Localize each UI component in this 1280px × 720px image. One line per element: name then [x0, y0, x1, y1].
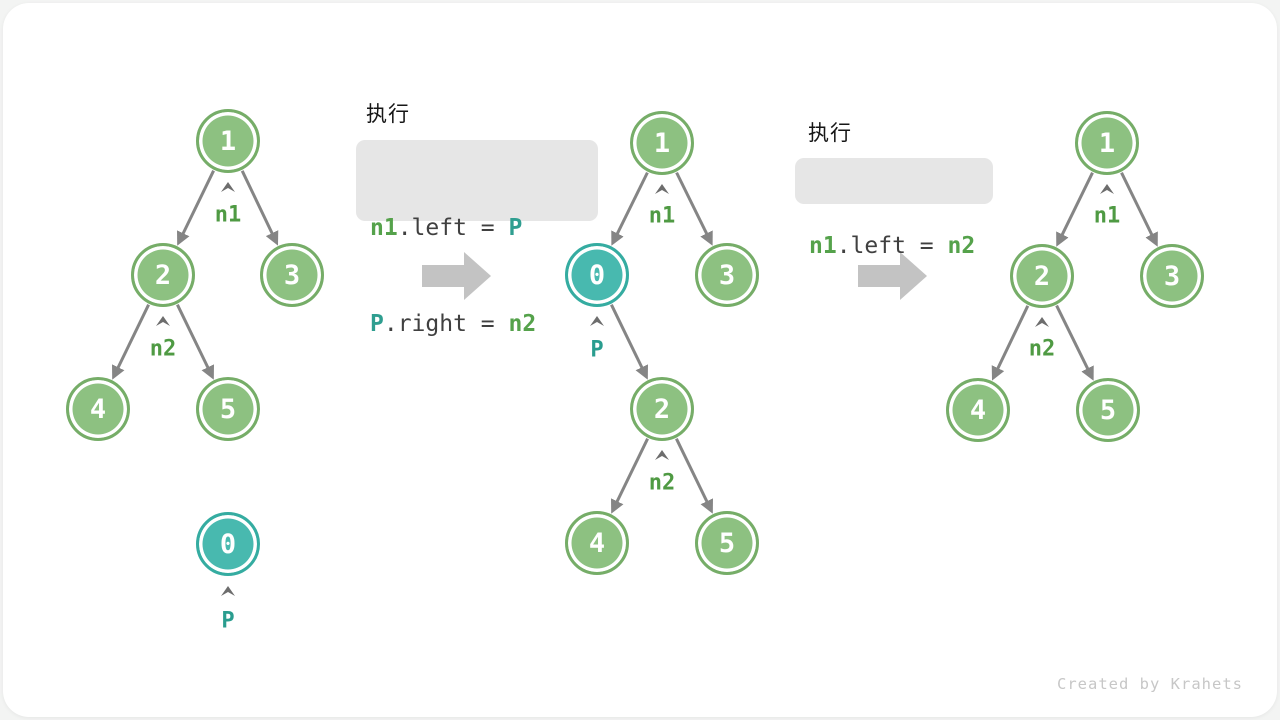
pointer-label-n1: n1	[648, 203, 676, 229]
credit-text: Created by Krahets	[1057, 675, 1243, 693]
code-token-n1: n1	[370, 215, 398, 241]
tree2-node-1: 1	[630, 111, 694, 175]
tree1-node-3: 3	[260, 243, 324, 307]
tree3-node-2: 2	[1010, 244, 1074, 308]
exec-label: 执行	[808, 121, 852, 145]
tree1-node-2: 2	[131, 243, 195, 307]
node-value: 1	[1098, 127, 1116, 159]
node-value: 1	[653, 127, 671, 159]
code-line: n1.left = P	[370, 212, 584, 244]
code-line: P.right = n2	[370, 308, 584, 340]
code-token-p: P	[508, 215, 523, 241]
tree3-node-4: 4	[946, 378, 1010, 442]
code-token: .left =	[397, 215, 509, 241]
code-block-step2: n1.left = n2	[795, 158, 993, 259]
caret-up-icon	[156, 316, 170, 326]
pointer-label-n1: n1	[214, 202, 242, 228]
pointer-label-n2: n2	[648, 470, 676, 496]
caret-up-icon	[655, 450, 669, 460]
code-token: .right =	[383, 311, 509, 337]
node-value: 4	[969, 394, 987, 426]
tree1-node-4: 4	[66, 377, 130, 441]
tree1-node-0-floating: 0	[196, 512, 260, 576]
exec-label: 执行	[366, 102, 410, 126]
tree2-node-5: 5	[695, 511, 759, 575]
pointer-label-p: P	[590, 337, 604, 363]
node-value: 3	[718, 259, 736, 291]
tree3-node-5: 5	[1076, 378, 1140, 442]
caret-up-icon	[221, 586, 235, 596]
pointer-label-n2: n2	[1028, 336, 1056, 362]
tree1-node-5: 5	[196, 377, 260, 441]
pointer-label-n2: n2	[149, 336, 177, 362]
node-value: 0	[219, 528, 237, 560]
node-value: 2	[1033, 260, 1051, 292]
caret-up-icon	[1035, 317, 1049, 327]
node-value: 4	[588, 527, 606, 559]
diagram-card	[3, 3, 1277, 717]
code-token: .left =	[836, 233, 948, 259]
node-value: 3	[283, 259, 301, 291]
code-token-n2: n2	[508, 311, 537, 337]
node-value: 3	[1163, 260, 1181, 292]
tree2-node-4: 4	[565, 511, 629, 575]
node-value: 5	[219, 393, 237, 425]
tree1-node-1: 1	[196, 109, 260, 173]
node-value: 2	[653, 393, 671, 425]
tree2-node-2: 2	[630, 377, 694, 441]
caret-up-icon	[590, 316, 604, 326]
caret-up-icon	[655, 184, 669, 194]
code-block-step1: n1.left = P P.right = n2	[356, 140, 598, 337]
code-line: n1.left = n2	[809, 230, 979, 262]
caret-up-icon	[1100, 184, 1114, 194]
node-value: 5	[1099, 394, 1117, 426]
node-value: 1	[219, 125, 237, 157]
node-value: 4	[89, 393, 107, 425]
code-token-p: P	[370, 311, 384, 337]
code-token-n2: n2	[947, 233, 976, 259]
code-token-n1: n1	[809, 233, 837, 259]
node-value: 2	[154, 259, 172, 291]
pointer-label-n1: n1	[1093, 203, 1121, 229]
tree2-node-3: 3	[695, 243, 759, 307]
tree3-node-1: 1	[1075, 111, 1139, 175]
caret-up-icon	[221, 182, 235, 192]
tree3-node-3: 3	[1140, 244, 1204, 308]
tree2-node-0: 0	[565, 243, 629, 307]
node-value: 5	[718, 527, 736, 559]
node-value: 0	[588, 259, 606, 291]
pointer-label-p: P	[221, 608, 235, 634]
